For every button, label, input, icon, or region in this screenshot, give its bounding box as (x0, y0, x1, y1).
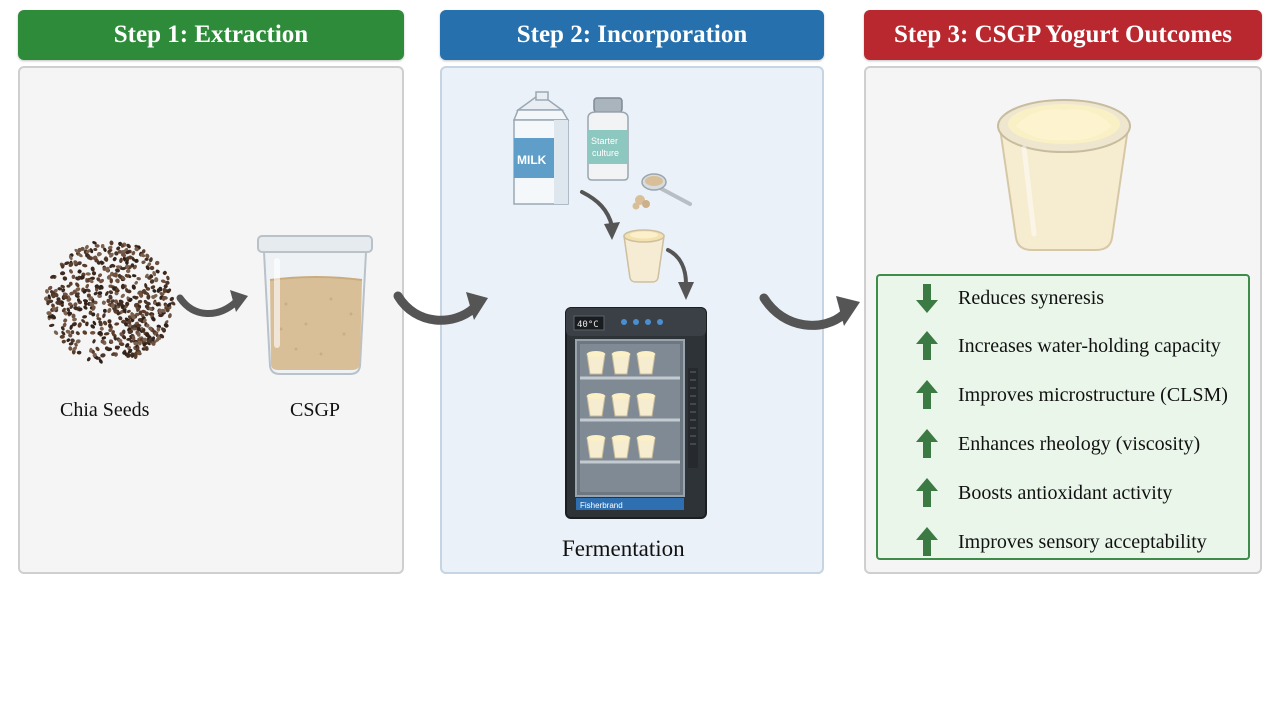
arrow-up-icon (916, 527, 938, 556)
outcome-item: Improves microstructure (CLSM) (878, 375, 1248, 415)
chia-seeds-label: Chia Seeds (60, 399, 150, 421)
flow-arrow-step1-to-step2 (393, 291, 488, 325)
outcome-text: Improves sensory acceptability (958, 530, 1207, 553)
step-1-header: Step 1: Extraction (18, 10, 404, 60)
starter-text-2: culture (592, 148, 619, 158)
outcome-item: Improves sensory acceptability (878, 522, 1248, 562)
arrow-up-icon (916, 478, 938, 507)
arrow-down-icon (916, 284, 938, 313)
outcome-item: Reduces syneresis (878, 278, 1248, 318)
starter-culture-bottle-illustration: Starter culture (587, 97, 629, 181)
fermentation-label: Fermentation (562, 536, 685, 561)
csgp-jar-illustration (257, 235, 373, 375)
chia-seeds-illustration (43, 240, 176, 364)
outcome-text: Reduces syneresis (958, 286, 1105, 309)
flow-arrow-seeds-to-csgp (176, 290, 248, 317)
outcome-text: Increases water-holding capacity (958, 334, 1221, 357)
csgp-label: CSGP (290, 399, 341, 421)
outcome-text: Enhances rheology (viscosity) (958, 432, 1201, 455)
milk-carton-illustration: MILK (512, 91, 570, 205)
powder-scoop-illustration (632, 173, 692, 210)
step-2-header: Step 2: Incorporation (440, 10, 824, 60)
yogurt-cup-small-illustration (623, 229, 665, 283)
incubator-illustration: 40°C Fisherbrand (565, 307, 707, 519)
outcome-item: Increases water-holding capacity (878, 326, 1248, 366)
outcome-item: Enhances rheology (viscosity) (878, 424, 1248, 464)
arrow-up-icon (916, 429, 938, 458)
starter-text-1: Starter (591, 136, 618, 146)
flow-arrow-step2-to-step3 (759, 293, 860, 330)
milk-text: MILK (517, 153, 547, 167)
flow-arrow-cup-to-incubator (666, 248, 694, 300)
outcome-text: Improves microstructure (CLSM) (958, 383, 1228, 406)
outcome-text: Boosts antioxidant activity (958, 481, 1173, 504)
yogurt-cup-large-illustration (997, 99, 1131, 251)
arrow-up-icon (916, 380, 938, 409)
incubator-display: 40°C (577, 320, 599, 330)
flow-arrow-ingredients-to-cup (580, 190, 620, 240)
incubator-brand: Fisherbrand (580, 501, 623, 510)
arrow-up-icon (916, 331, 938, 360)
step-3-header: Step 3: CSGP Yogurt Outcomes (864, 10, 1262, 60)
outcome-item: Boosts antioxidant activity (878, 473, 1248, 513)
